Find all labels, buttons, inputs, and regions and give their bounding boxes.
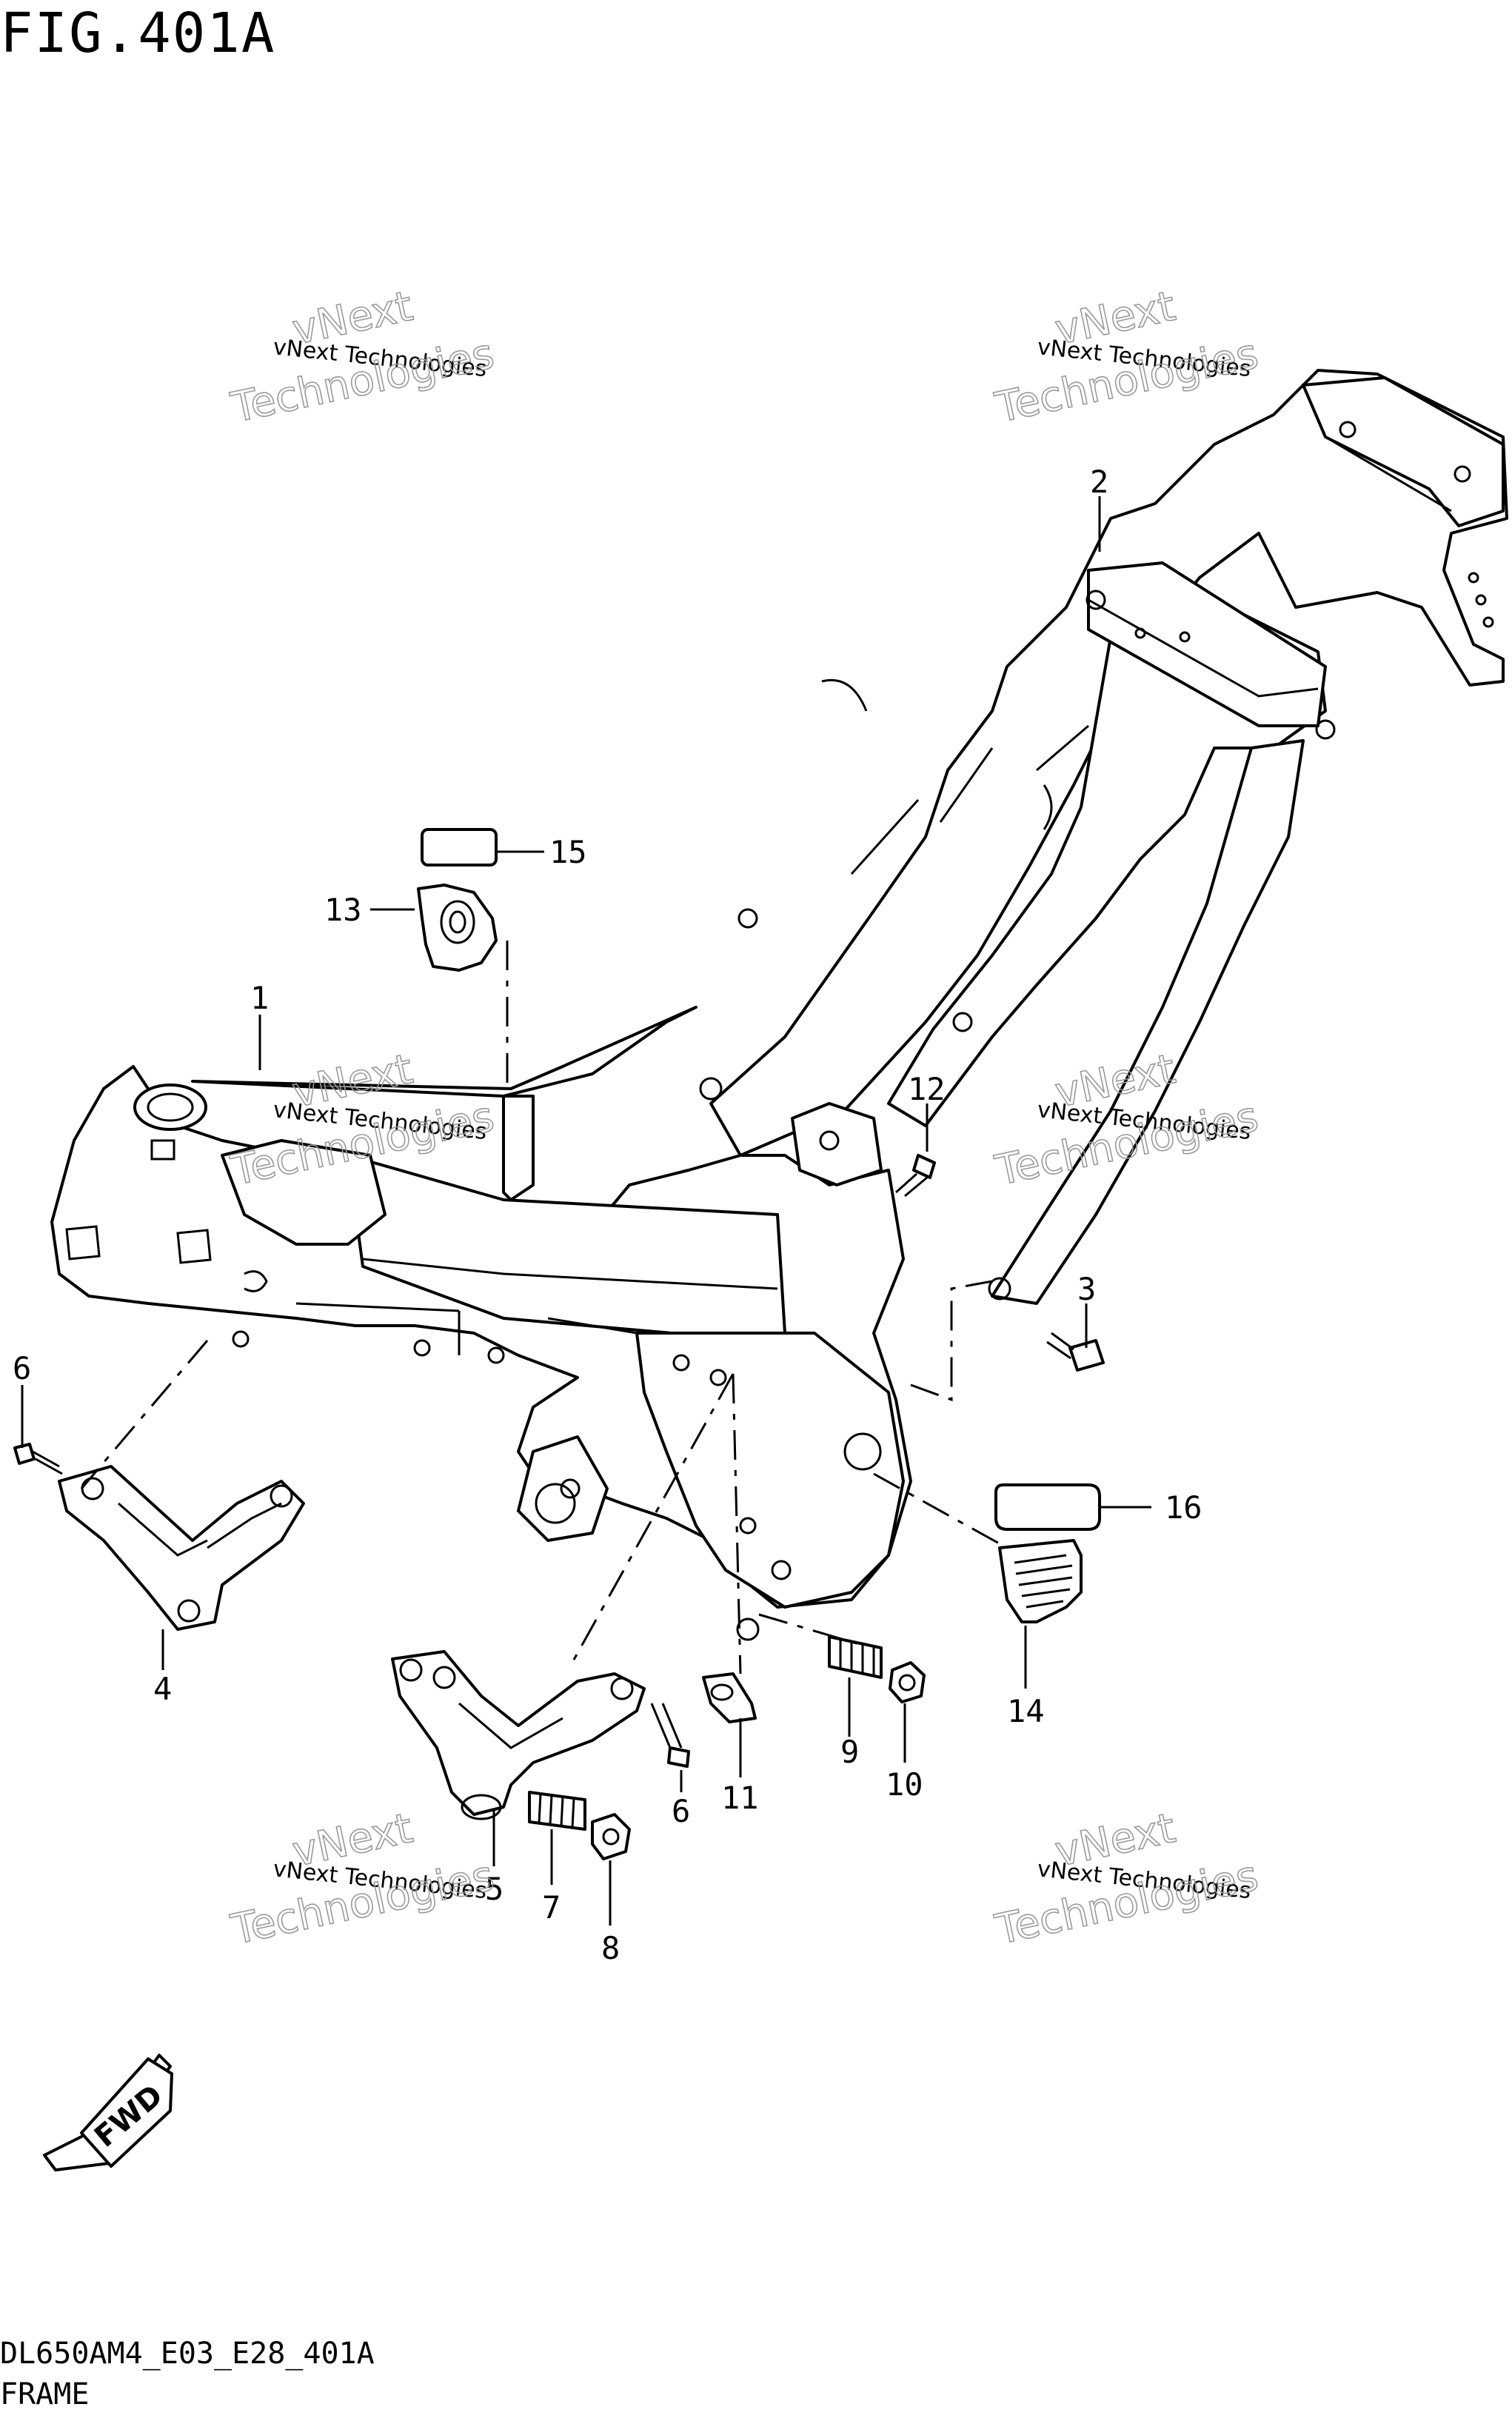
callout-12: 12: [908, 1071, 946, 1107]
label-16: [994, 1483, 1101, 1531]
bolt-6-right: [650, 1703, 690, 1768]
callout-5: 5: [485, 1871, 504, 1907]
section-name: FRAME: [0, 2377, 90, 2411]
model-code: DL650AM4_E03_E28_401A: [0, 2337, 375, 2371]
nut-10: [889, 1661, 926, 1703]
callout-4: 4: [153, 1671, 172, 1707]
callout-8: 8: [601, 1930, 620, 1966]
callout-10: 10: [886, 1766, 923, 1803]
callout-2: 2: [1090, 464, 1108, 500]
figure-title: FIG.401A: [0, 1, 276, 65]
bolt-3: [1046, 1332, 1105, 1372]
nut-8: [591, 1813, 631, 1860]
cover-14: [998, 1539, 1083, 1623]
callout-14: 14: [1007, 1693, 1045, 1729]
watermark-top-right: vNext vNext Technologies Technologies: [991, 281, 1263, 433]
front-footrest-bracket: [58, 1465, 305, 1631]
rear-subframe: [699, 369, 1508, 1305]
callout-6-left: 6: [13, 1350, 31, 1386]
label-15: [421, 828, 498, 867]
rear-footrest-bracket: [391, 1650, 646, 1820]
bolt-6-left: [13, 1443, 63, 1475]
callout-9: 9: [840, 1734, 859, 1770]
bolt-12: [895, 1154, 936, 1198]
callout-16: 16: [1165, 1489, 1202, 1526]
callout-13: 13: [324, 892, 362, 928]
callout-1: 1: [250, 980, 269, 1016]
forward-arrow-icon: FWD: [43, 2054, 173, 2171]
watermark-middle-right: vNext vNext Technologies Technologies: [991, 1044, 1263, 1195]
callout-3: 3: [1077, 1271, 1096, 1307]
collar-11: [702, 1672, 757, 1723]
watermark-bottom-right: vNext vNext Technologies Technologies: [991, 1803, 1263, 1954]
callout-6-right: 6: [672, 1793, 690, 1829]
callout-7: 7: [542, 1889, 561, 1926]
callout-labels: 1 2 3 4 5 6 6 7 8 9 10 11 12 13 14 15 16: [13, 464, 1202, 1966]
callout-11: 11: [721, 1780, 759, 1816]
guide-lines: [80, 941, 1008, 1675]
leader-lines: [21, 496, 1151, 1926]
cushion-13: [417, 884, 498, 972]
main-frame: [50, 1006, 912, 1641]
callout-15: 15: [549, 834, 587, 870]
spring-7: [528, 1791, 586, 1831]
watermark-bottom-left: vNext vNext Technologies Technologies: [227, 1803, 499, 1954]
watermark-top-left: vNext vNext Technologies Technologies: [227, 281, 499, 433]
spring-9: [828, 1635, 883, 1679]
